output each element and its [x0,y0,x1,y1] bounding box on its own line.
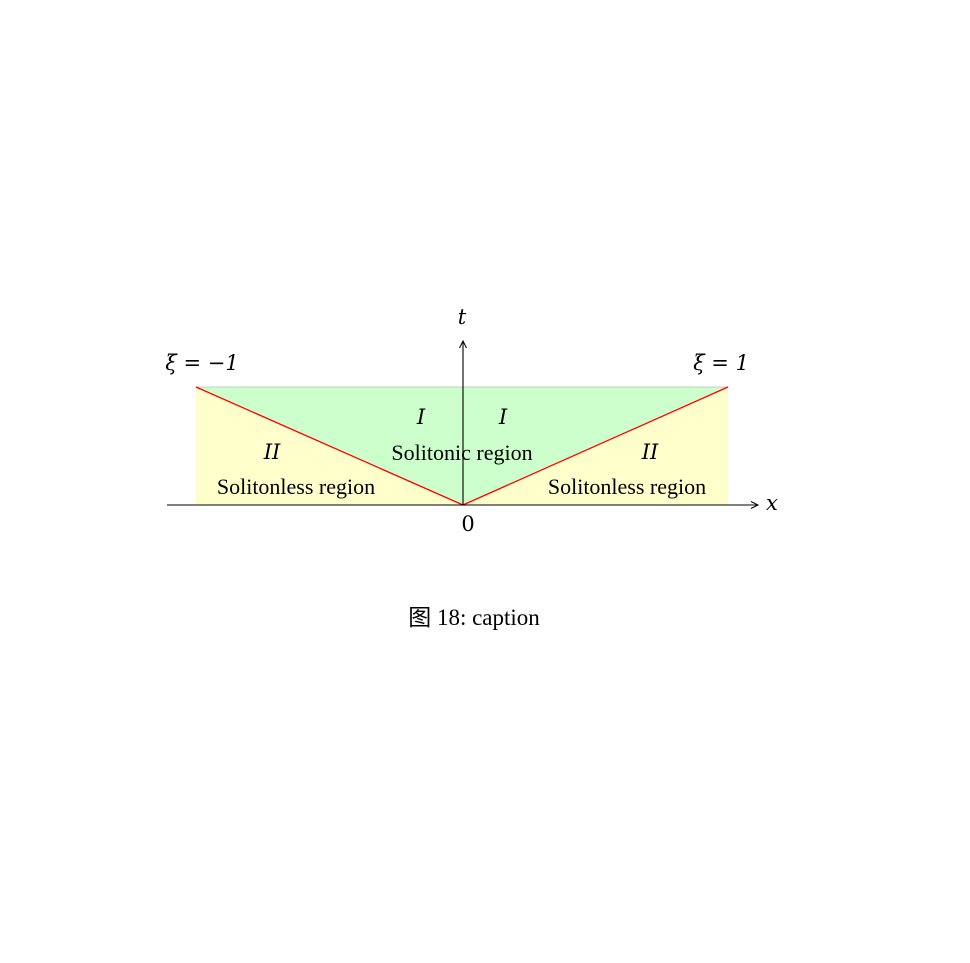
solitonless-region-label-left: Solitonless region [217,474,375,499]
ray-xi-minus-one [195,386,464,506]
region-i-marker-right: I [498,405,508,429]
region-ii-marker-left: II [263,440,281,464]
region-i-marker-left: I [416,405,426,429]
solitonic-region-label: Solitonic region [391,440,532,465]
xi-minus-one-label: ξ = −1 [165,351,238,375]
ray-xi-plus-one [462,386,729,506]
region-ii-marker-right: II [641,440,659,464]
figure-caption: 图 18: caption [408,605,540,630]
origin-label: 0 [461,512,474,536]
solitonless-region-label-right: Solitonless region [548,474,706,499]
x-axis-label: x [766,491,778,515]
xi-plus-one-label: ξ = 1 [693,351,749,375]
t-axis-label: t [458,305,467,329]
solitonic-region [196,387,728,505]
